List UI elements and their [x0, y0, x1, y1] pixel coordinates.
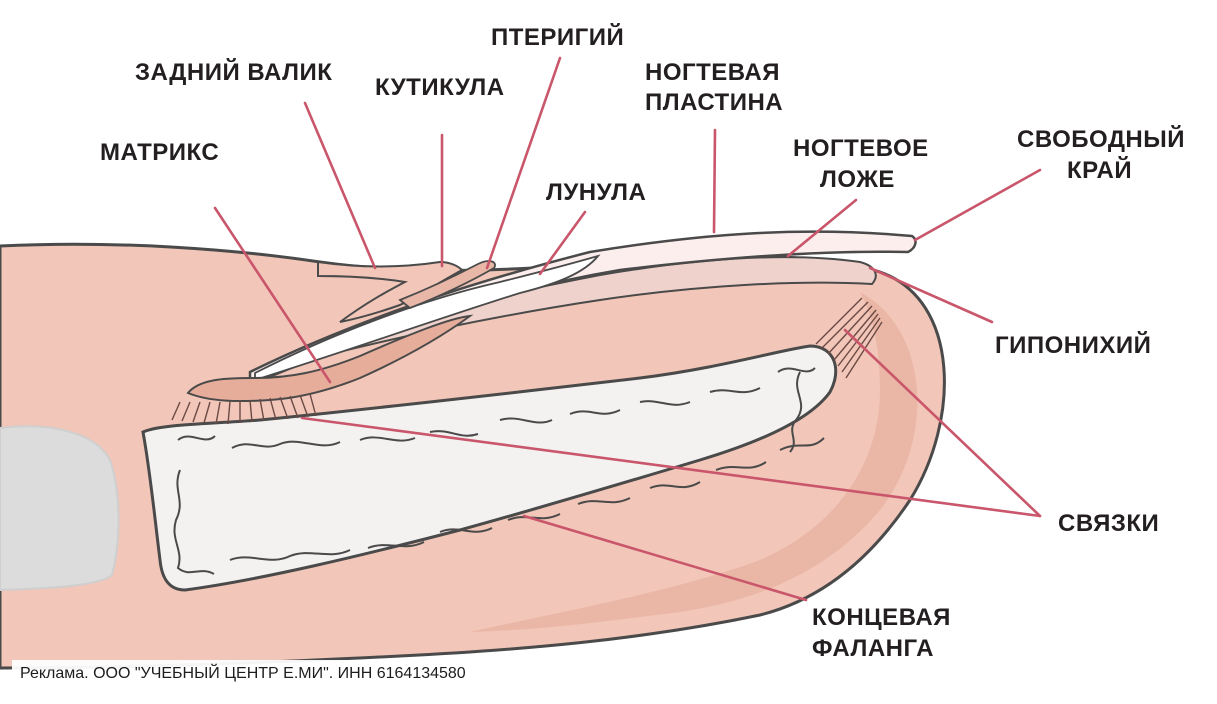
joint-section: [0, 425, 120, 592]
label-nail-bed-line1: НОГТЕВОЕ: [793, 135, 929, 162]
cuticle: [398, 260, 496, 310]
leader-ligaments-1: [300, 416, 1042, 518]
leader-hyponychium: [868, 266, 994, 324]
label-lunula: ЛУНУЛА: [546, 179, 646, 206]
fingertip-tissue: [470, 292, 918, 632]
ligament-fibers-proximal: [171, 393, 317, 425]
leader-nail-plate: [712, 128, 717, 234]
label-pterygium: ПТЕРИГИЙ: [491, 23, 624, 51]
leader-proximal-fold: [303, 101, 377, 270]
label-nail-plate-line1: НОГТЕВАЯ: [645, 59, 780, 86]
label-cuticle: КУТИКУЛА: [375, 74, 505, 101]
distal-phalanx: [141, 344, 838, 592]
label-free-edge-line2: КРАЙ: [1067, 156, 1132, 184]
leader-lines: [213, 56, 1042, 602]
label-phalanx-line2: ФАЛАНГА: [812, 635, 934, 662]
bone-texture: [173, 367, 825, 575]
leader-ligaments-2: [843, 328, 1042, 518]
label-hyponychium: ГИПОНИХИЙ: [995, 331, 1151, 359]
leader-lunula: [538, 210, 587, 276]
lunula: [254, 254, 601, 382]
leader-pterygium: [485, 56, 562, 270]
label-matrix: МАТРИКС: [100, 139, 219, 166]
label-proximal-fold: ЗАДНИЙ ВАЛИК: [135, 58, 332, 86]
leader-matrix: [213, 206, 332, 384]
label-nail-plate-line2: ПЛАСТИНА: [645, 89, 783, 116]
label-ligaments: СВЯЗКИ: [1058, 510, 1159, 537]
ad-disclaimer: Реклама. ООО "УЧЕБНЫЙ ЦЕНТР Е.МИ". ИНН 6…: [12, 660, 520, 687]
label-nail-bed-line2: ЛОЖЕ: [820, 166, 895, 193]
leader-nail-bed: [786, 198, 858, 258]
label-phalanx-line1: КОНЦЕВАЯ: [812, 604, 951, 631]
leader-free-edge: [913, 168, 1042, 242]
leader-phalanx: [522, 514, 808, 602]
proximal-fold: [317, 260, 464, 323]
label-free-edge-line1: СВОБОДНЫЙ: [1017, 125, 1185, 153]
